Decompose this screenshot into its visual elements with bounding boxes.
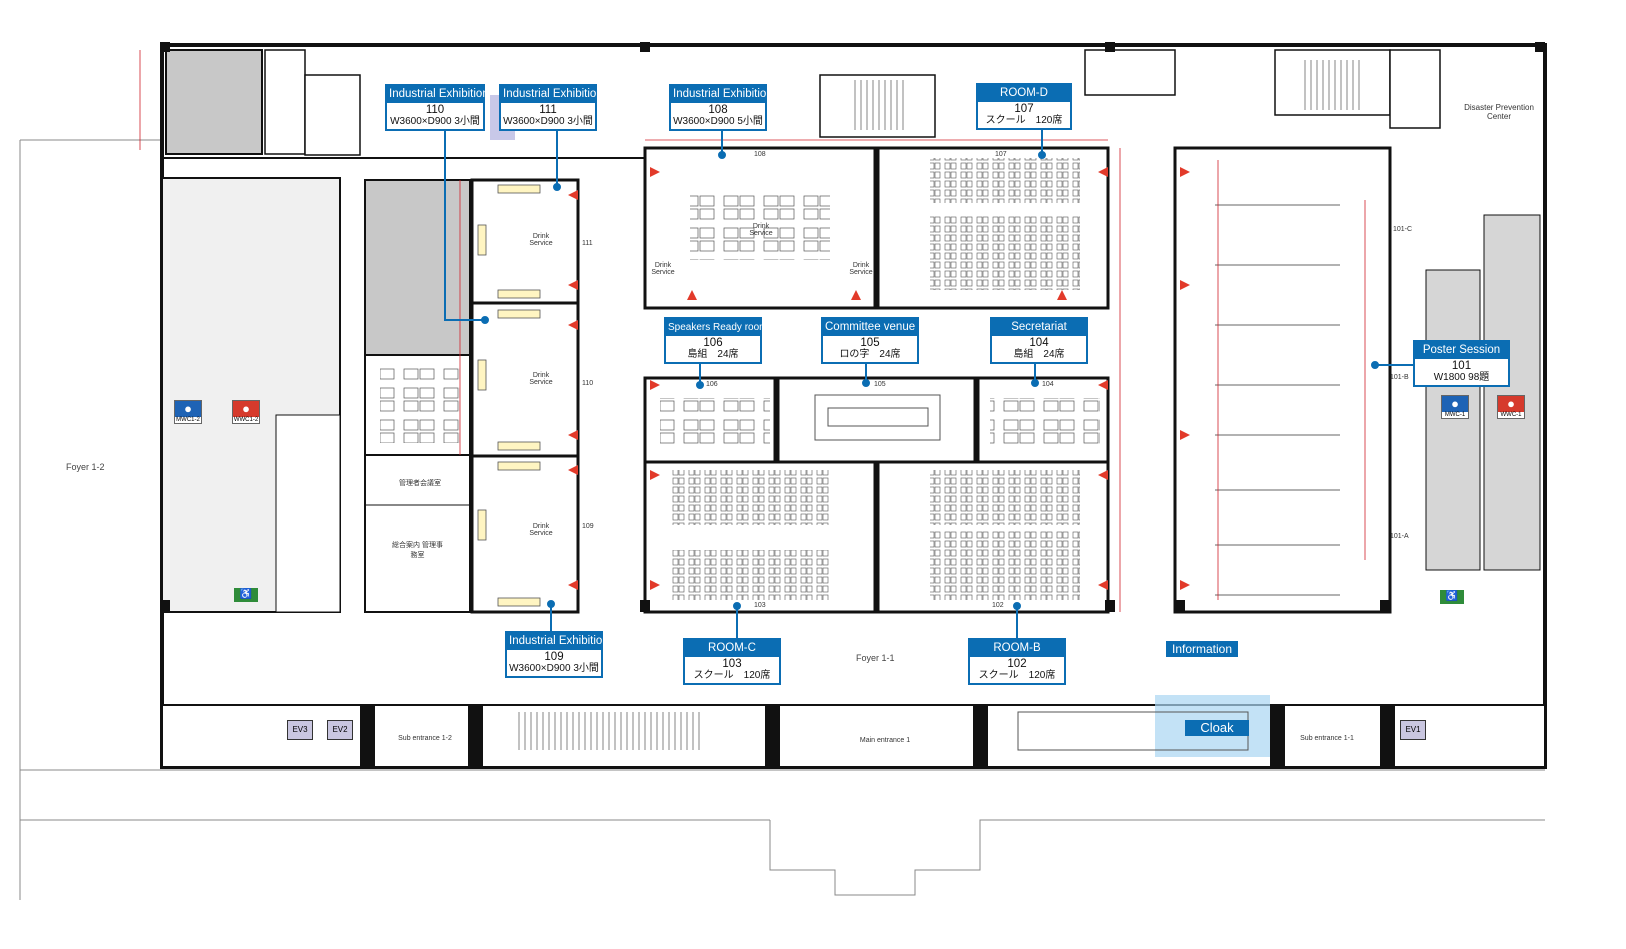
restroom-women-1-2: ●WWC1-2 bbox=[232, 400, 260, 424]
label-exhibition-108: Industrial Exhibition 108 W3600×D900 5小間 bbox=[669, 84, 773, 131]
restroom-label: WWC1-2 bbox=[233, 417, 259, 423]
drink-service-111: Drink Service bbox=[529, 233, 553, 247]
label-detail: 島組 24席 bbox=[687, 349, 739, 360]
label-title: Secretariat bbox=[992, 319, 1086, 336]
label-title: Committee venue bbox=[823, 319, 917, 336]
label-detail: スクール 120席 bbox=[693, 670, 771, 681]
restroom-label: WWC-1 bbox=[1500, 412, 1522, 418]
label-detail: 島組 24席 bbox=[1013, 349, 1065, 360]
label-title: ROOM-D bbox=[978, 85, 1070, 102]
room-number-103: 103 bbox=[754, 602, 766, 609]
label-exhibition-109: Industrial Exhibition 109 W3600×D900 3小間 bbox=[505, 631, 609, 678]
label-title: ROOM-B bbox=[970, 640, 1064, 657]
label-title: Speakers Ready room bbox=[666, 319, 768, 336]
restroom-women-1: ●WWC-1 bbox=[1497, 395, 1525, 419]
label-poster-session: Poster Session 101 W1800 98題 bbox=[1413, 340, 1510, 387]
label-committee-venue: Committee venue 105 ロの字 24席 bbox=[821, 317, 919, 364]
area-foyer-1-1: Foyer 1-1 bbox=[856, 653, 895, 663]
label-title: ROOM-C bbox=[685, 640, 779, 657]
restroom-label: MWC1-2 bbox=[176, 417, 200, 423]
room-number-105: 105 bbox=[874, 381, 886, 388]
restroom-men-1-2: ●MWC1-2 bbox=[174, 400, 202, 424]
label-detail: W3600×D900 5小間 bbox=[673, 116, 763, 127]
label-number: 111 bbox=[539, 104, 557, 116]
room-number-102: 102 bbox=[992, 602, 1004, 609]
label-secretariat: Secretariat 104 島組 24席 bbox=[990, 317, 1088, 364]
area-sub-entrance-1-2: Sub entrance 1-2 bbox=[398, 735, 452, 742]
label-title: Industrial Exhibition bbox=[387, 86, 489, 103]
room-number-107: 107 bbox=[995, 151, 1007, 158]
label-room-d: ROOM-D 107 スクール 120席 bbox=[976, 83, 1072, 130]
restroom-men-1: ●MWC-1 bbox=[1441, 395, 1469, 419]
label-number: 108 bbox=[708, 104, 728, 116]
drink-service-108-right: Drink Service bbox=[849, 262, 873, 276]
room-number-108: 108 bbox=[754, 151, 766, 158]
room-number-106: 106 bbox=[706, 381, 718, 388]
label-number: 110 bbox=[425, 104, 445, 116]
drink-service-108-left: Drink Service bbox=[651, 262, 675, 276]
drink-service-109: Drink Service bbox=[529, 523, 553, 537]
elevator-ev2: EV2 bbox=[327, 720, 353, 740]
room-number-111: 111 bbox=[582, 240, 593, 247]
room-number-110: 110 bbox=[582, 380, 594, 387]
area-disaster-prevention-center: Disaster Prevention Center bbox=[1464, 103, 1534, 121]
restroom-label: MWC-1 bbox=[1444, 412, 1466, 418]
room-number-109: 109 bbox=[582, 523, 594, 530]
label-number: 104 bbox=[1029, 337, 1049, 349]
area-foyer-1-2: Foyer 1-2 bbox=[66, 462, 105, 472]
label-room-c: ROOM-C 103 スクール 120席 bbox=[683, 638, 781, 685]
label-detail: W3600×D900 3小間 bbox=[503, 116, 593, 127]
label-number: 106 bbox=[703, 337, 723, 349]
women-restroom-icon: ● bbox=[233, 401, 259, 417]
label-number: 107 bbox=[1014, 103, 1034, 115]
label-detail: スクール 120席 bbox=[978, 670, 1056, 681]
label-exhibition-111: Industrial Exhibition 111 W3600×D900 3小間 bbox=[499, 84, 603, 131]
label-number: 101 bbox=[1451, 360, 1472, 372]
label-detail: W3600×D900 3小間 bbox=[390, 116, 480, 127]
accessible-restroom-icon: ♿ bbox=[1440, 590, 1464, 604]
room-101c: 101-C bbox=[1393, 226, 1413, 233]
area-main-entrance-1: Main entrance 1 bbox=[859, 737, 911, 744]
label-exhibition-110: Industrial Exhibition 110 W3600×D900 3小間 bbox=[385, 84, 489, 131]
label-title: Industrial Exhibition bbox=[507, 633, 609, 650]
elevator-ev1: EV1 bbox=[1400, 720, 1426, 740]
label-room-b: ROOM-B 102 スクール 120席 bbox=[968, 638, 1066, 685]
label-cloak: Cloak bbox=[1185, 720, 1249, 736]
label-detail: ロの字 24席 bbox=[839, 349, 901, 360]
accessible-restroom-icon: ♿ bbox=[234, 588, 258, 602]
elevator-ev3: EV3 bbox=[287, 720, 313, 740]
men-restroom-icon: ● bbox=[1442, 396, 1468, 412]
room-number-104: 104 bbox=[1042, 381, 1054, 388]
label-title: Industrial Exhibition bbox=[501, 86, 603, 103]
women-restroom-icon: ● bbox=[1498, 396, 1524, 412]
room-101a: 101-A bbox=[1390, 533, 1409, 540]
label-detail: スクール 120席 bbox=[985, 115, 1063, 126]
drink-service-110: Drink Service bbox=[529, 372, 553, 386]
area-mgmt-meeting-room: 管理者会議室 bbox=[399, 480, 441, 487]
label-number: 105 bbox=[860, 337, 880, 349]
label-detail: W1800 98題 bbox=[1433, 372, 1490, 383]
label-information: Information bbox=[1166, 641, 1239, 657]
label-number: 109 bbox=[544, 651, 564, 663]
label-number: 102 bbox=[1007, 658, 1027, 670]
room-101b: 101-B bbox=[1390, 374, 1409, 381]
label-title: Poster Session bbox=[1415, 342, 1508, 359]
label-detail: W3600×D900 3小間 bbox=[509, 663, 599, 674]
label-title: Industrial Exhibition bbox=[671, 86, 773, 103]
label-number: 103 bbox=[722, 658, 742, 670]
label-speakers-ready-room: Speakers Ready room 106 島組 24席 bbox=[664, 317, 768, 364]
area-sub-entrance-1-1: Sub entrance 1-1 bbox=[1300, 735, 1354, 742]
men-restroom-icon: ● bbox=[175, 401, 201, 417]
area-general-office: 総合案内 管理事務室 bbox=[392, 542, 443, 559]
drink-service-108-center: Drink Service bbox=[749, 223, 773, 237]
